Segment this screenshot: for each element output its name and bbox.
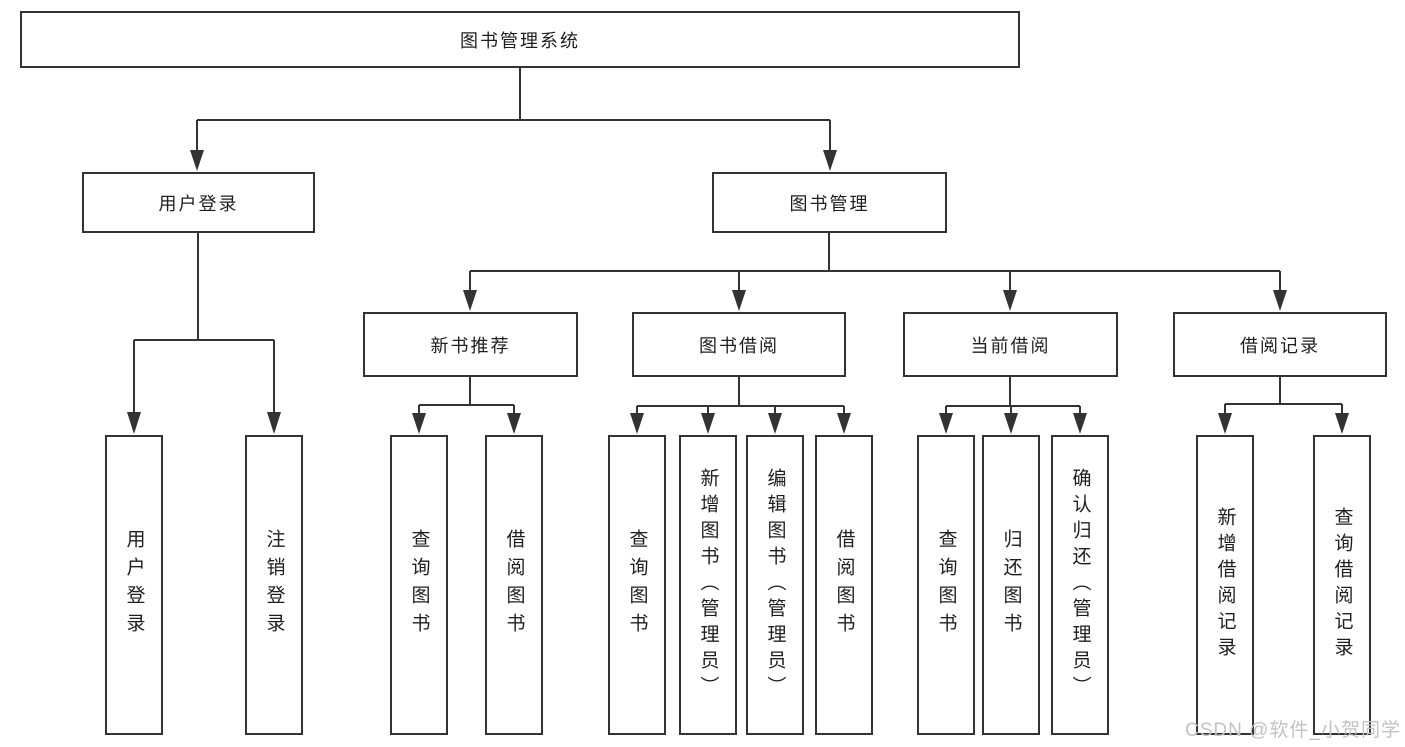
arrowhead — [1335, 413, 1349, 434]
node-borrow-records: 借阅记录 — [1173, 312, 1387, 377]
leaf-query-books-borrow: 查询图书 — [608, 435, 666, 735]
leaf-borrow-books-label: 借阅图书 — [833, 529, 855, 641]
arrowhead — [507, 413, 521, 434]
connector-user-login — [133, 233, 275, 415]
arrowhead — [463, 290, 477, 311]
connector-book-management — [469, 233, 1281, 293]
leaf-borrow-books-newbook: 借阅图书 — [485, 435, 543, 735]
node-current-borrow-label: 当前借阅 — [970, 335, 1051, 356]
connector-current-borrow — [945, 377, 1081, 416]
arrowhead — [127, 412, 141, 434]
connector-root — [196, 68, 831, 153]
node-root-label: 图书管理系统 — [460, 30, 580, 51]
leaf-borrow-books: 借阅图书 — [815, 435, 873, 735]
arrowhead — [768, 413, 782, 434]
watermark: CSDN @软件_小贺同学 — [1185, 720, 1401, 741]
arrowhead — [1003, 290, 1017, 311]
leaf-query-borrow-record: 查询借阅记录 — [1313, 435, 1371, 735]
leaf-edit-book-admin: 编辑图书（管理员） — [746, 435, 804, 735]
arrowhead — [732, 290, 746, 311]
node-new-book-recommend: 新书推荐 — [363, 312, 578, 377]
node-new-book-recommend-label: 新书推荐 — [430, 335, 511, 356]
leaf-edit-book-admin-label: 编辑图书（管理员） — [764, 468, 786, 702]
leaf-query-books-newbook: 查询图书 — [390, 435, 448, 735]
leaf-query-books-newbook-label: 查询图书 — [408, 529, 430, 641]
leaf-query-books-current: 查询图书 — [917, 435, 975, 735]
arrowhead — [939, 413, 953, 434]
connector-new-book — [418, 377, 515, 416]
leaf-query-borrow-record-label: 查询借阅记录 — [1331, 507, 1353, 663]
node-current-borrow: 当前借阅 — [903, 312, 1118, 377]
node-book-management-label: 图书管理 — [789, 193, 870, 214]
leaf-add-borrow-record-label: 新增借阅记录 — [1214, 507, 1236, 663]
leaf-logout-label: 注销登录 — [263, 529, 285, 641]
arrowhead — [1073, 413, 1087, 434]
arrowhead — [190, 150, 204, 171]
node-book-borrow-label: 图书借阅 — [699, 335, 779, 356]
arrowhead — [267, 412, 281, 434]
leaf-add-book-admin-label: 新增图书（管理员） — [697, 468, 719, 702]
leaf-query-books-borrow-label: 查询图书 — [626, 529, 648, 641]
leaf-add-borrow-record: 新增借阅记录 — [1196, 435, 1254, 735]
leaf-return-book: 归还图书 — [982, 435, 1040, 735]
connector-borrow-records — [1224, 377, 1343, 416]
arrowhead — [630, 413, 644, 434]
leaf-confirm-return-admin-label: 确认归还（管理员） — [1069, 468, 1091, 702]
node-user-login: 用户登录 — [82, 172, 315, 233]
arrowhead — [701, 413, 715, 434]
node-book-management: 图书管理 — [712, 172, 947, 233]
node-book-borrow: 图书借阅 — [632, 312, 846, 377]
leaf-borrow-books-newbook-label: 借阅图书 — [503, 529, 525, 641]
node-user-login-label: 用户登录 — [158, 193, 239, 214]
leaf-user-login-label: 用户登录 — [123, 529, 145, 641]
leaf-user-login: 用户登录 — [105, 435, 163, 735]
arrowhead — [1004, 413, 1018, 434]
arrowhead — [837, 413, 851, 434]
node-root: 图书管理系统 — [20, 11, 1020, 68]
node-borrow-records-label: 借阅记录 — [1240, 335, 1320, 356]
arrowhead — [1273, 290, 1287, 311]
connector-book-borrow — [636, 377, 845, 416]
leaf-query-books-current-label: 查询图书 — [935, 529, 957, 641]
leaf-logout: 注销登录 — [245, 435, 303, 735]
arrowhead — [823, 150, 837, 171]
arrowhead — [412, 413, 426, 434]
arrowhead — [1218, 413, 1232, 434]
leaf-confirm-return-admin: 确认归还（管理员） — [1051, 435, 1109, 735]
leaf-add-book-admin: 新增图书（管理员） — [679, 435, 737, 735]
leaf-return-book-label: 归还图书 — [1000, 529, 1022, 641]
